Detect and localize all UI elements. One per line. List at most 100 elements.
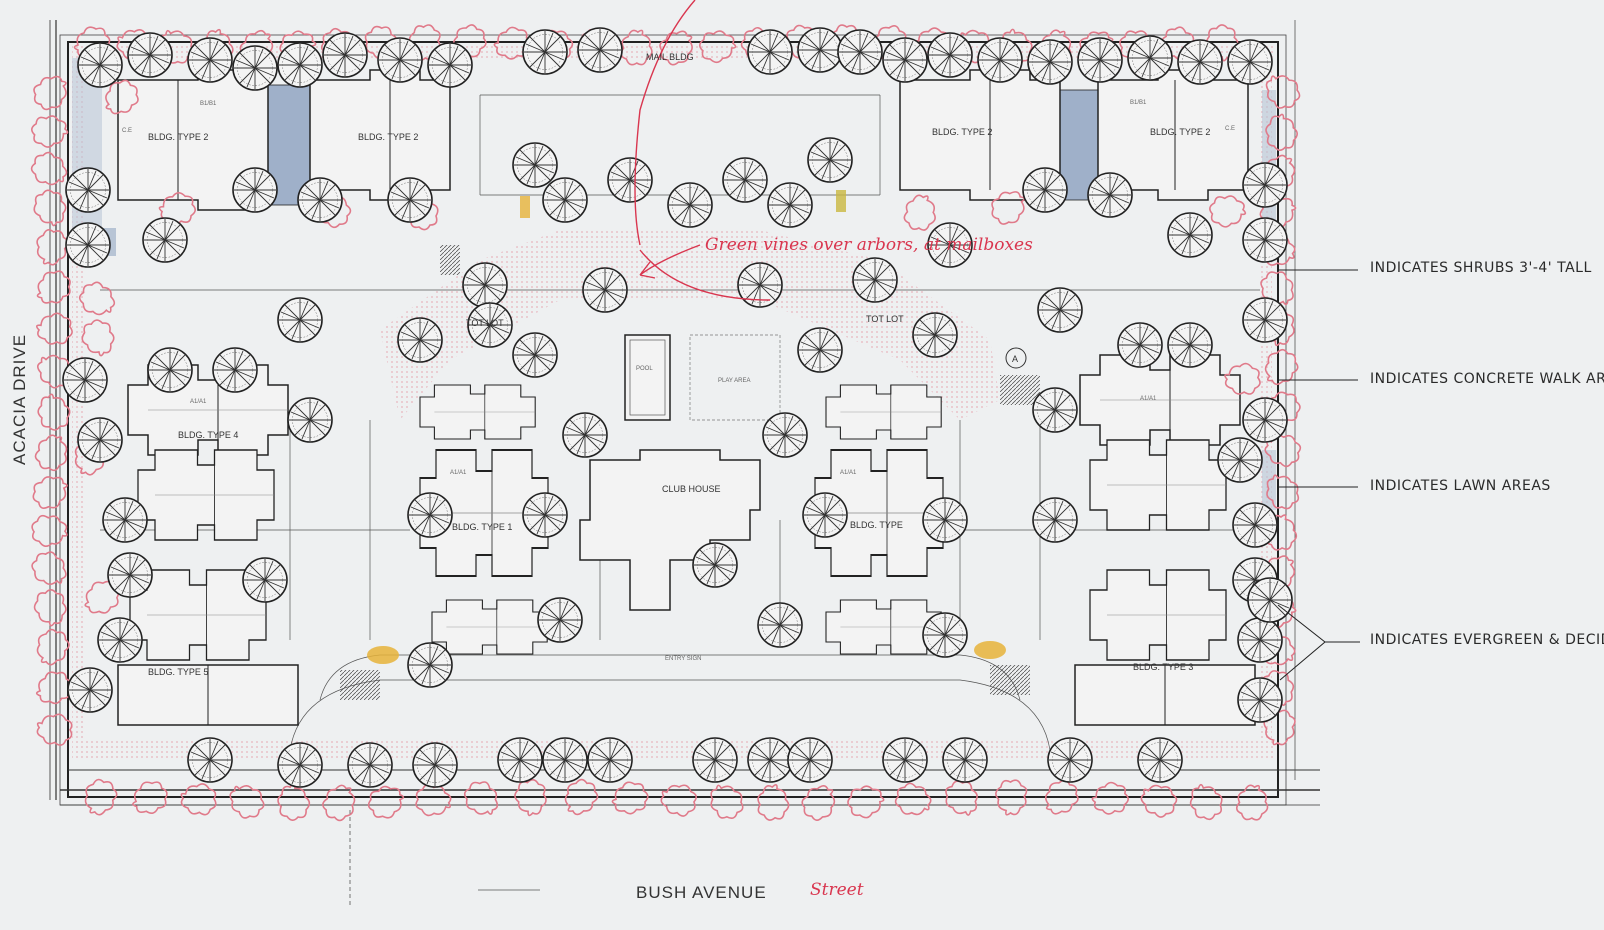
unit-ce-top-right: C.E xyxy=(1225,126,1235,132)
tree-symbol xyxy=(1137,737,1183,783)
labels: ACACIA DRIVE BUSH AVENUE Street Green vi… xyxy=(10,52,1235,902)
tree-symbol xyxy=(837,29,883,75)
unit-a1-right: A1/A1 xyxy=(1140,396,1157,402)
shrub-markup xyxy=(888,775,938,825)
hatched-pads xyxy=(340,245,1040,700)
shrub-markup xyxy=(27,110,72,153)
tree-symbol xyxy=(107,552,153,598)
shrub-markup xyxy=(460,776,503,822)
shrub-markup xyxy=(25,508,73,554)
tree-symbol xyxy=(1227,39,1273,85)
tree-symbol xyxy=(497,737,543,783)
tree-symbol xyxy=(692,737,738,783)
shrub-markup xyxy=(80,318,117,358)
tree-symbol xyxy=(797,327,843,373)
tree-symbol xyxy=(65,167,111,213)
tree-symbol xyxy=(77,417,123,463)
tree-symbol xyxy=(767,182,813,228)
tree-symbol xyxy=(1177,39,1223,85)
tree-symbol xyxy=(802,492,848,538)
tree-symbol xyxy=(797,27,843,73)
tree-symbol xyxy=(582,267,628,313)
tree-symbol xyxy=(277,42,323,88)
tree-symbol xyxy=(1217,437,1263,483)
tree-symbol xyxy=(1237,617,1283,663)
tree-symbol xyxy=(542,177,588,223)
tree-symbol xyxy=(347,742,393,788)
tree-symbol xyxy=(412,742,458,788)
tree-symbol xyxy=(1047,737,1093,783)
tree-symbol xyxy=(397,317,443,363)
tree-symbol xyxy=(927,32,973,78)
tree-symbol xyxy=(787,737,833,783)
tree-symbol xyxy=(1022,167,1068,213)
bldg-type-5-label: BLDG. TYPE 5 xyxy=(148,667,208,677)
street-south-annotation: Street xyxy=(810,880,864,900)
tree-symbol xyxy=(65,222,111,268)
shrub-markup xyxy=(654,775,704,824)
tree-symbol xyxy=(762,412,808,458)
shrub-markup xyxy=(1229,778,1277,827)
tree-symbol xyxy=(187,737,233,783)
shrub-markup xyxy=(28,71,74,114)
tree-symbol xyxy=(587,737,633,783)
shrub-markup xyxy=(174,776,223,823)
tree-symbol xyxy=(232,167,278,213)
tree-symbol xyxy=(747,29,793,75)
legend-shrubs: INDICATES SHRUBS 3'-4' TALL xyxy=(1370,260,1592,276)
street-south-label: BUSH AVENUE xyxy=(636,883,767,902)
shrub-markup xyxy=(942,777,981,819)
tot-lot-right-label: TOT LOT xyxy=(866,314,904,324)
bldg-type-2-label-left: BLDG. TYPE 2 xyxy=(148,132,208,142)
tree-symbol xyxy=(852,257,898,303)
tree-symbol xyxy=(242,557,288,603)
shrub-markup xyxy=(1089,778,1132,819)
shrub-markup xyxy=(35,392,73,433)
bldg-type-1-label: BLDG. TYPE 1 xyxy=(452,522,512,532)
tree-symbol xyxy=(102,497,148,543)
tree-symbol xyxy=(577,27,623,73)
tree-symbol xyxy=(297,177,343,223)
tree-symbol xyxy=(277,297,323,343)
tree-symbol xyxy=(1167,322,1213,368)
mail-bldg-label: MAIL BLDG xyxy=(646,52,694,62)
shrub-markup xyxy=(611,780,650,816)
shrub-markup xyxy=(750,779,796,826)
tree-symbol xyxy=(1242,217,1288,263)
tree-symbol xyxy=(512,142,558,188)
unit-a1-left: A1/A1 xyxy=(190,399,207,405)
tree-symbol xyxy=(1242,162,1288,208)
tree-symbol xyxy=(77,42,123,88)
bldg-type-4-label: BLDG. TYPE 4 xyxy=(178,430,238,440)
tree-symbol xyxy=(377,37,423,83)
shrub-markup xyxy=(25,145,73,194)
tree-symbol xyxy=(1242,397,1288,443)
unit-b1-top-right: B1/B1 xyxy=(1130,100,1147,106)
tree-symbol xyxy=(277,742,323,788)
tree-symbol xyxy=(462,262,508,308)
tree-symbol xyxy=(67,667,113,713)
tree-symbol xyxy=(1077,37,1123,83)
tree-symbol xyxy=(407,492,453,538)
tree-symbol xyxy=(97,617,143,663)
tree-symbol xyxy=(1032,497,1078,543)
shrub-markup xyxy=(845,783,887,821)
tree-symbol xyxy=(147,347,193,393)
tree-symbol xyxy=(882,737,928,783)
shrub-markup xyxy=(1188,782,1224,822)
shrub-markup xyxy=(31,306,78,351)
tree-symbol xyxy=(1127,35,1173,81)
tree-symbol xyxy=(1232,502,1278,548)
pool-label: POOL xyxy=(636,366,653,372)
tree-symbol xyxy=(522,29,568,75)
shrub-markup xyxy=(315,778,365,827)
tree-symbol xyxy=(407,642,453,688)
tree-symbol xyxy=(1087,172,1133,218)
tree-symbol xyxy=(287,397,333,443)
bldg-type-2-label-right-b: BLDG. TYPE 2 xyxy=(1150,127,1210,137)
tree-symbol xyxy=(522,492,568,538)
tree-symbol xyxy=(757,602,803,648)
street-west-label: ACACIA DRIVE xyxy=(10,334,29,465)
tree-symbol xyxy=(942,737,988,783)
